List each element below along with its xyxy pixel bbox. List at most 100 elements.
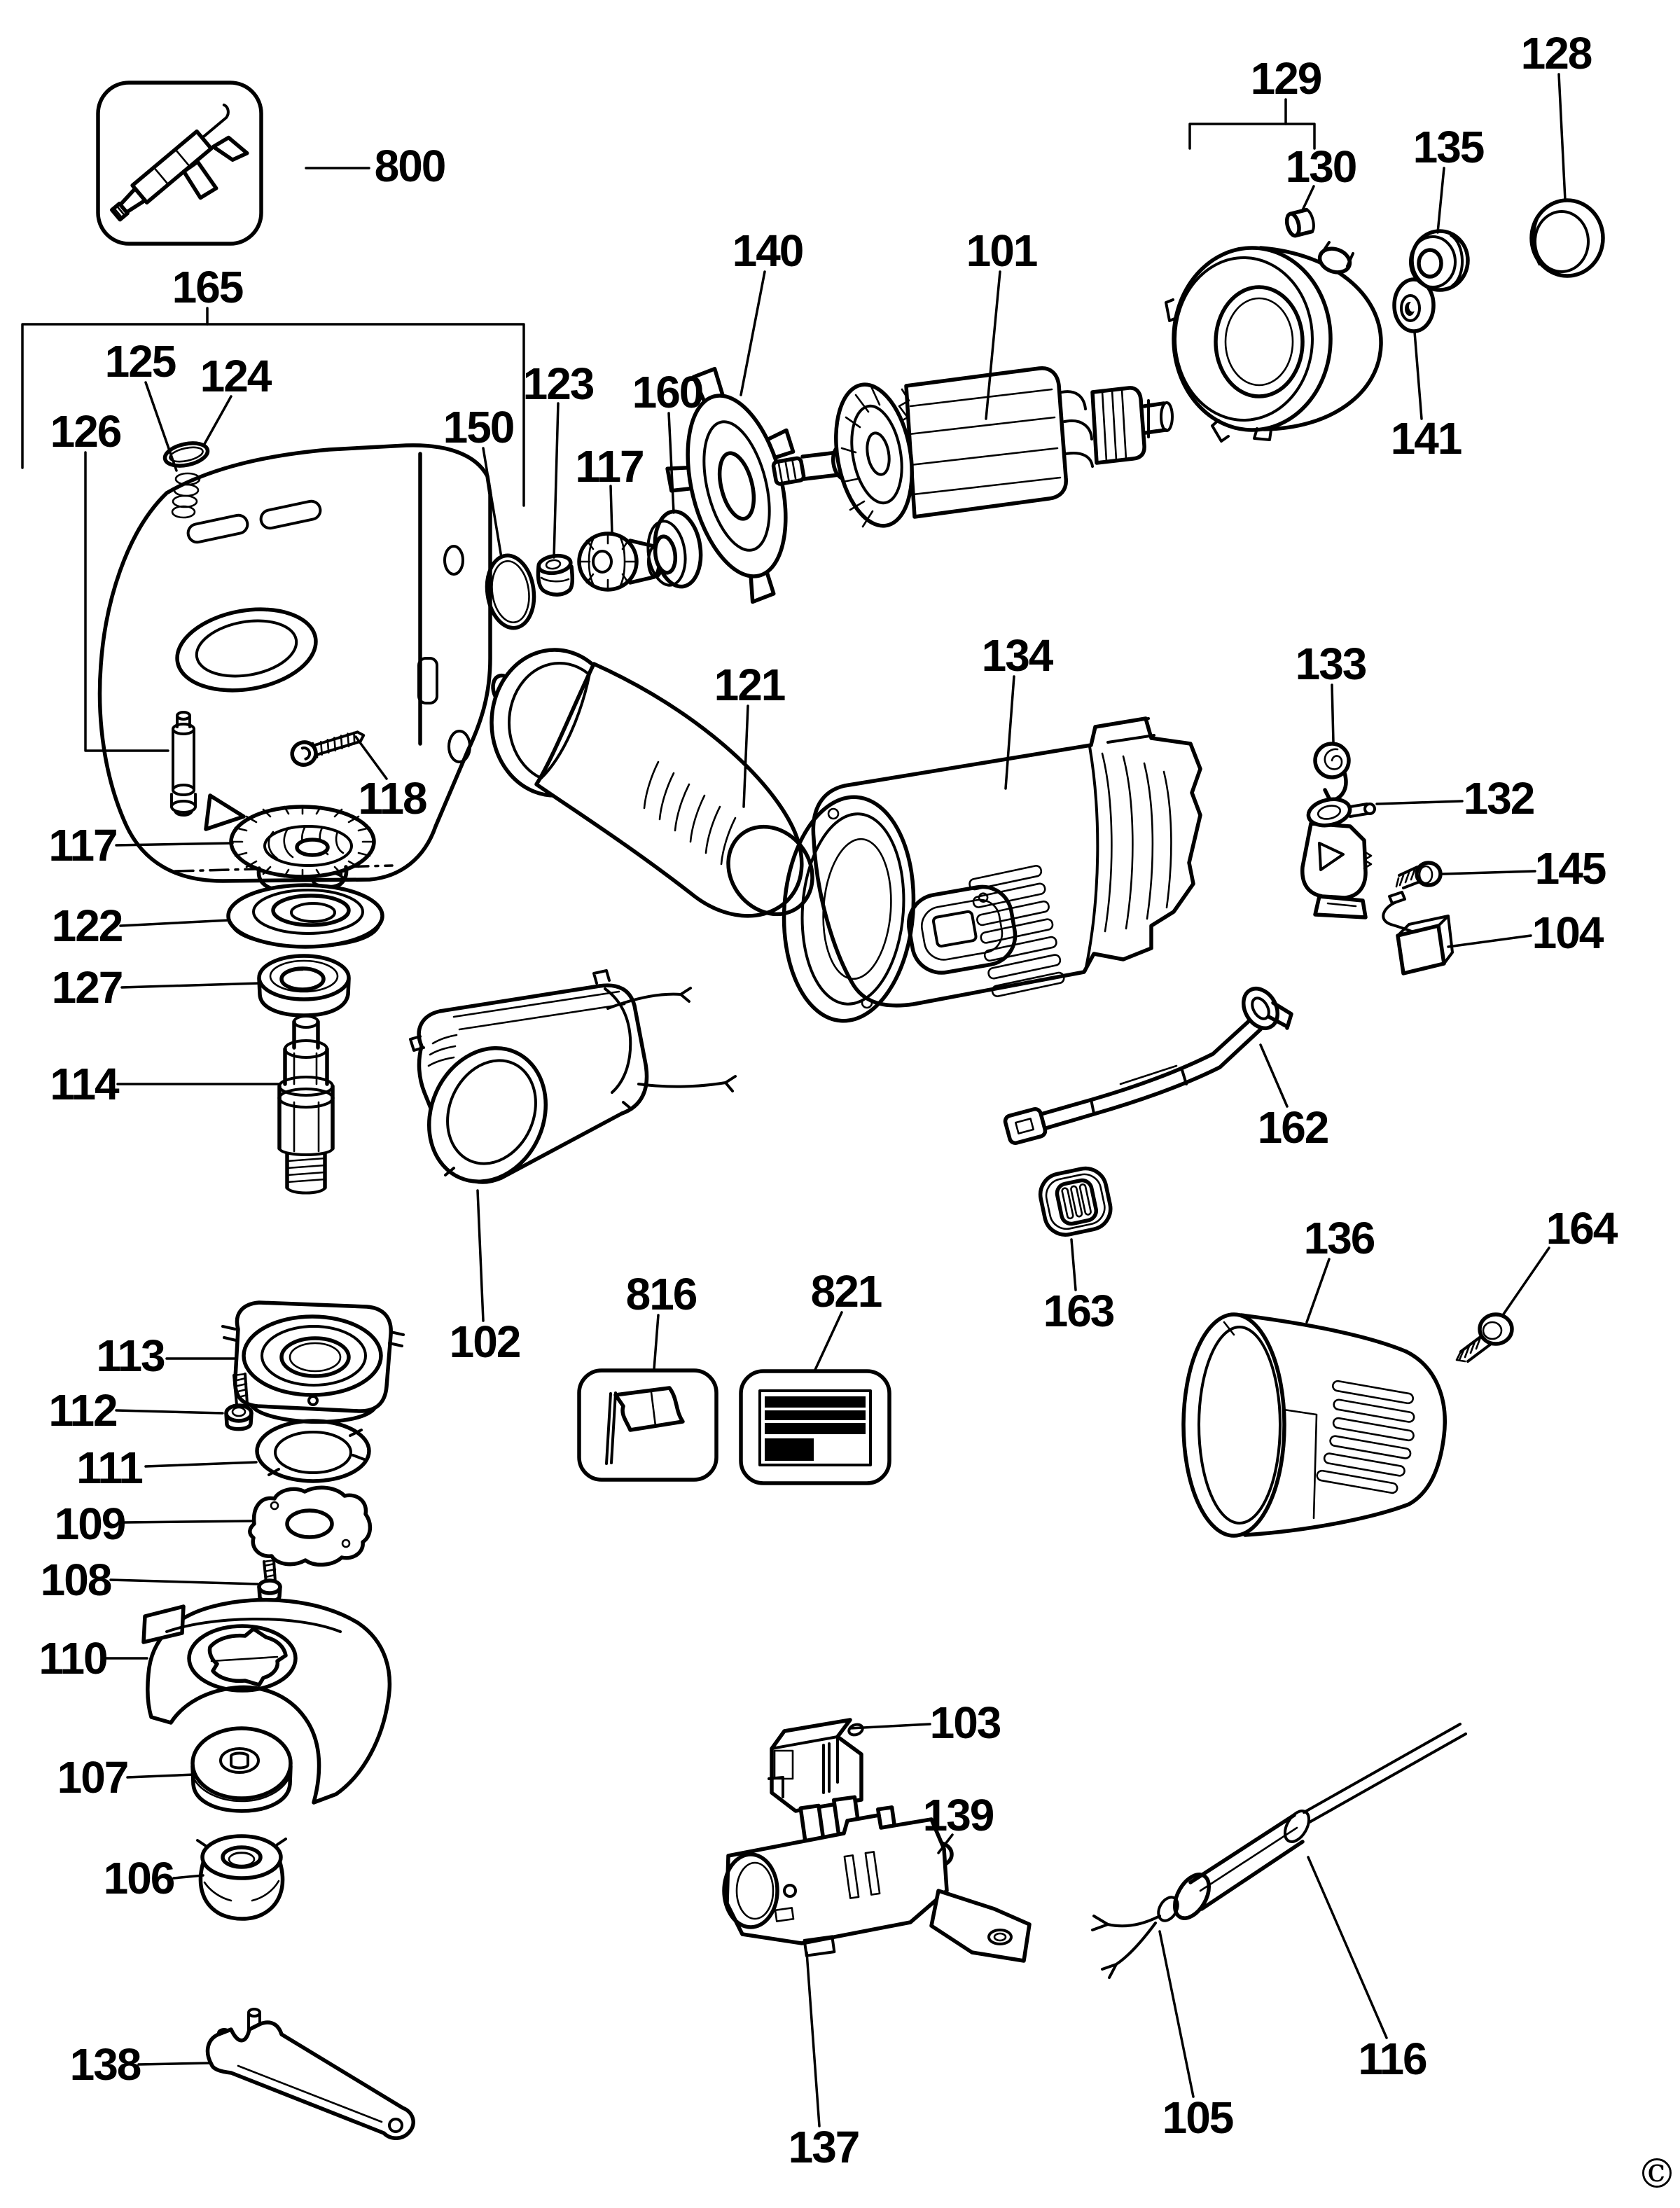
part-label-135: 135 — [1413, 122, 1484, 172]
part-114-spindle-drawing — [277, 1015, 335, 1195]
leader-133 — [1331, 683, 1335, 744]
leader-107 — [126, 1773, 196, 1779]
part-140-baffle-drawing — [665, 366, 796, 604]
part-label-130: 130 — [1286, 141, 1356, 192]
leader-816 — [653, 1314, 660, 1370]
leader-104 — [1447, 934, 1532, 948]
part-118-screw-drawing — [290, 730, 366, 767]
part-label-134: 134 — [982, 630, 1054, 681]
part-label-133: 133 — [1296, 639, 1366, 689]
part-label-104: 104 — [1532, 908, 1604, 958]
part-101-armature-drawing — [771, 366, 1174, 528]
part-label-132: 132 — [1464, 773, 1534, 824]
leader-103 — [849, 1723, 931, 1730]
part-104-brush-drawing — [1382, 891, 1454, 975]
leader-127 — [120, 982, 262, 989]
part-label-816: 816 — [626, 1269, 697, 1319]
part-125-spring-drawing — [171, 472, 201, 519]
copyright-symbol: © — [1637, 2150, 1677, 2197]
leader-136 — [1305, 1258, 1331, 1324]
part-141-washer-drawing — [1392, 277, 1436, 333]
part-133-cam-drawing — [1313, 742, 1351, 803]
part-label-117: 117 — [48, 820, 116, 870]
part-111-lock-plate-drawing — [255, 1419, 371, 1483]
leader-111 — [144, 1461, 258, 1468]
part-128-collar-drawing — [1529, 198, 1605, 278]
part-label-127: 127 — [52, 962, 123, 1013]
part-107-flange-drawing — [190, 1726, 293, 1813]
leader-108 — [109, 1578, 259, 1585]
part-label-105: 105 — [1162, 2092, 1233, 2143]
leader-109 — [123, 1520, 254, 1524]
leader-160 — [667, 412, 675, 514]
leader-117 — [115, 842, 234, 847]
part-label-117: 117 — [575, 441, 643, 492]
part-label-136: 136 — [1304, 1213, 1375, 1263]
part-label-821: 821 — [811, 1266, 882, 1317]
part-123-nut-drawing — [536, 553, 575, 597]
leader-141 — [1413, 331, 1423, 420]
part-label-121: 121 — [714, 660, 785, 710]
part-label-123: 123 — [523, 359, 594, 409]
part-113-cover-drawing — [221, 1300, 405, 1424]
leader-145 — [1441, 870, 1536, 875]
part-110-guard-drawing — [141, 1597, 392, 1805]
part-800-lube-kit-drawing — [96, 81, 263, 246]
part-label-124: 124 — [200, 351, 272, 401]
part-label-116: 116 — [1358, 2034, 1426, 2084]
part-label-107: 107 — [57, 1752, 128, 1803]
leader-162 — [1259, 1043, 1289, 1108]
part-label-164: 164 — [1546, 1203, 1618, 1254]
leader-123 — [553, 402, 560, 559]
part-821-label-box-drawing — [739, 1369, 891, 1485]
part-label-114: 114 — [50, 1059, 120, 1109]
leader-164 — [1501, 1247, 1550, 1317]
bracket-165 — [21, 323, 525, 507]
part-label-112: 112 — [48, 1385, 117, 1436]
leader-140 — [740, 270, 766, 396]
part-label-138: 138 — [70, 2039, 141, 2090]
part-129-bell-housing-drawing — [1165, 241, 1383, 443]
part-137-switch-base-drawing — [722, 1795, 1032, 1963]
part-label-108: 108 — [41, 1555, 111, 1605]
part-label-113: 113 — [96, 1331, 165, 1381]
leader-124 — [203, 395, 232, 445]
part-816-label-box-drawing — [577, 1368, 718, 1482]
part-label-128: 128 — [1521, 28, 1592, 78]
part-112-screw-drawing — [224, 1373, 254, 1431]
leader-121 — [742, 704, 749, 808]
part-label-800: 800 — [375, 141, 445, 191]
part-label-140: 140 — [733, 225, 803, 276]
leader-125 — [144, 381, 178, 472]
part-108-screw-drawing — [257, 1559, 282, 1603]
leader-116 — [1307, 1856, 1388, 2039]
part-label-109: 109 — [55, 1499, 125, 1549]
part-label-141: 141 — [1391, 413, 1462, 464]
part-135-bearing-drawing — [1409, 229, 1470, 292]
leader-128 — [1557, 73, 1567, 202]
leader-101 — [985, 270, 1001, 420]
part-label-103: 103 — [930, 1697, 1001, 1748]
part-130-pin-drawing — [1284, 207, 1315, 238]
part-102-field-drawing — [409, 969, 737, 1184]
leader-105 — [1158, 1930, 1195, 2098]
part-label-101: 101 — [966, 225, 1037, 276]
part-label-129: 129 — [1251, 53, 1321, 104]
bracket-129 — [1188, 123, 1316, 150]
part-label-122: 122 — [52, 901, 123, 951]
leader-106 — [172, 1874, 204, 1880]
leader-163 — [1070, 1238, 1077, 1291]
part-gear-housing-drawing — [97, 443, 492, 888]
part-label-163: 163 — [1043, 1286, 1114, 1336]
part-label-126: 126 — [50, 406, 121, 457]
part-164-screw-drawing — [1455, 1312, 1514, 1363]
part-127-bearing-drawing — [257, 954, 351, 1018]
part-162-lock-lever-drawing — [1003, 987, 1293, 1145]
part-109-gasket-drawing — [248, 1485, 373, 1567]
part-label-106: 106 — [104, 1853, 174, 1903]
part-label-160: 160 — [632, 367, 703, 417]
leader-135 — [1436, 167, 1445, 234]
part-126-pin-drawing — [170, 711, 197, 817]
leader-122 — [119, 919, 231, 927]
part-label-145: 145 — [1535, 843, 1606, 894]
